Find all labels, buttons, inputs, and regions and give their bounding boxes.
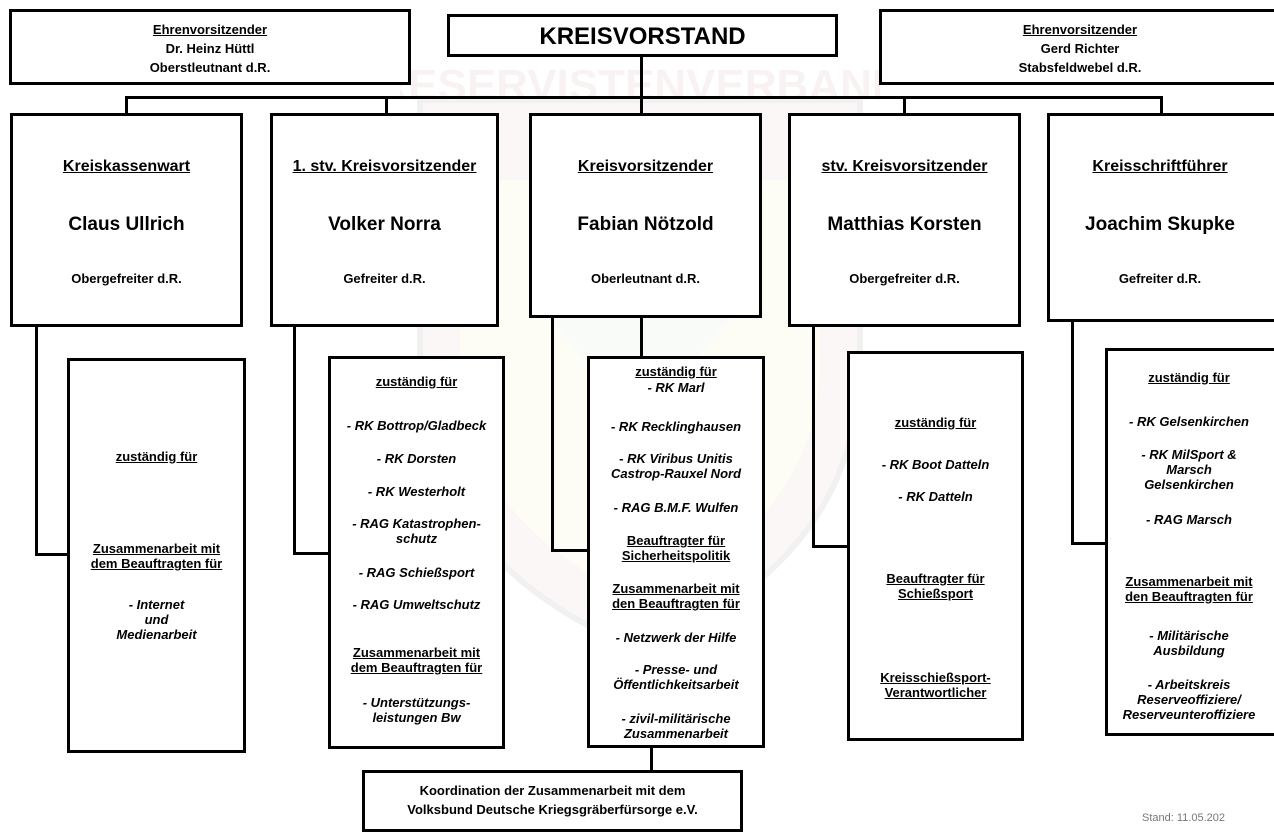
coordination-text: Koordination der Zusammenarbeit mit dem … <box>407 783 698 817</box>
responsibility-item: - RK Dorsten <box>376 451 457 466</box>
connector <box>551 316 554 552</box>
member-rank: Gefreiter d.R. <box>343 271 426 286</box>
cooperation-item: - Arbeitskreis Reserveoffiziere/ Reserve… <box>1122 677 1256 722</box>
member-role: Kreisschriftführer <box>1092 158 1228 175</box>
connector <box>905 96 1163 99</box>
connector <box>903 96 906 114</box>
member-box-treasurer: Kreiskassenwart Claus Ullrich Obergefrei… <box>10 113 243 327</box>
member-name: Matthias Korsten <box>827 214 982 235</box>
cooperation-item: - Internet und Medienarbeit <box>116 597 197 642</box>
responsibility-heading: zuständig für <box>375 374 458 389</box>
member-box-chairman: Kreisvorsitzender Fabian Nötzold Oberleu… <box>529 113 762 318</box>
responsibility-item: - RAG Marsch <box>1146 512 1232 527</box>
footer-date: Stand: 11.05.202 <box>1142 812 1225 824</box>
cooperation-heading: Zusammenarbeit mit dem Beauftragten für <box>90 541 223 571</box>
member-role: 1. stv. Kreisvorsitzender <box>292 158 477 175</box>
connector <box>1071 542 1107 545</box>
connector <box>812 545 849 548</box>
honorary-name: Gerd Richter <box>1040 41 1120 56</box>
connector <box>650 745 653 773</box>
cooperation-heading: Zusammenarbeit mit den Beauftragten für <box>1125 574 1253 604</box>
honorary-rank: Oberstleutnant d.R. <box>149 60 271 75</box>
connector <box>1071 320 1074 545</box>
honorary-name: Dr. Heinz Hüttl <box>165 41 255 56</box>
member-box-deputy: stv. Kreisvorsitzender Matthias Korsten … <box>788 113 1021 327</box>
responsibility-item: - RK Datteln <box>898 489 973 504</box>
member-name: Claus Ullrich <box>68 214 185 235</box>
connector <box>551 549 589 552</box>
member-name: Joachim Skupke <box>1085 214 1235 235</box>
member-role: Kreisvorsitzender <box>577 158 714 175</box>
member-box-secretary: Kreisschriftführer Joachim Skupke Gefrei… <box>1047 113 1274 322</box>
honorary-chair-left: Ehrenvorsitzender Dr. Heinz Hüttl Oberst… <box>9 9 411 85</box>
cooperation-item: - Netzwerk der Hilfe <box>615 630 737 645</box>
member-role: stv. Kreisvorsitzender <box>821 158 988 175</box>
page-title: KREISVORSTAND <box>539 23 746 50</box>
connector <box>640 56 643 98</box>
honorary-chair-right: Ehrenvorsitzender Gerd Richter Stabsfeld… <box>879 9 1274 85</box>
responsibility-item: - RK Bottrop/Gladbeck <box>346 418 487 433</box>
extra-role-heading: Kreisschießsport- Verantwortlicher <box>880 670 991 700</box>
responsibility-item: - RK Marl <box>647 380 705 395</box>
connector <box>293 552 330 555</box>
responsibility-heading: zuständig für <box>1148 370 1230 385</box>
responsibility-item: - RK Boot Datteln <box>881 457 990 472</box>
responsibility-item: - RK Gelsenkirchen <box>1129 414 1249 429</box>
connector <box>812 325 815 547</box>
connector <box>1160 96 1163 114</box>
honorary-heading: Ehrenvorsitzender <box>152 22 268 37</box>
member-rank: Oberleutnant d.R. <box>590 271 701 286</box>
responsibility-item: - RAG Umweltschutz <box>352 597 481 612</box>
responsibility-item: - RK Recklinghausen <box>610 419 742 434</box>
member-name: Fabian Nötzold <box>577 214 714 235</box>
coordination-box: Koordination der Zusammenarbeit mit dem … <box>362 770 743 832</box>
honorary-rank: Stabsfeldwebel d.R. <box>1018 60 1142 75</box>
connector <box>385 96 388 114</box>
cooperation-item: - Presse- und Öffentlichkeitsarbeit <box>613 662 739 692</box>
connector <box>640 316 643 358</box>
responsibility-box-deputy: zuständig für - RK Boot Datteln - RK Dat… <box>847 351 1024 741</box>
responsibility-item: - RAG Katastrophen- schutz <box>352 516 481 546</box>
cooperation-item: - Unterstützungs- leistungen Bw <box>362 695 471 725</box>
responsibility-box-first-deputy: zuständig für - RK Bottrop/Gladbeck - RK… <box>328 356 505 749</box>
title-box: KREISVORSTAND <box>447 14 838 57</box>
responsibility-item: - RK Viribus Unitis Castrop-Rauxel Nord <box>610 451 742 481</box>
responsibility-item: - RK Westerholt <box>367 484 466 499</box>
connector <box>35 325 38 555</box>
responsibility-box-treasurer: zuständig für Zusammenarbeit mit dem Bea… <box>67 358 246 753</box>
responsibility-heading: zuständig für <box>894 415 977 430</box>
cooperation-item: - Militärische Ausbildung <box>1149 628 1229 658</box>
connector <box>125 96 128 114</box>
connector <box>293 325 296 555</box>
responsibility-item: - RAG B.M.F. Wulfen <box>613 500 739 515</box>
responsibility-heading: zuständig für <box>115 449 198 464</box>
cooperation-heading: Zusammenarbeit mit dem Beauftragten für <box>350 645 483 675</box>
responsibility-item: - RAG Schießsport <box>358 565 475 580</box>
connector <box>125 96 906 99</box>
extra-role-heading: Beauftragter für Sicherheitspolitik <box>621 533 731 563</box>
connector <box>35 553 69 556</box>
member-rank: Obergefreiter d.R. <box>849 271 960 286</box>
cooperation-heading: Zusammenarbeit mit den Beauftragten für <box>612 581 740 611</box>
responsibility-heading: zuständig für <box>635 364 717 379</box>
honorary-heading: Ehrenvorsitzender <box>1022 22 1138 37</box>
member-role: Kreiskassenwart <box>62 158 191 175</box>
member-rank: Obergefreiter d.R. <box>71 271 182 286</box>
member-rank: Gefreiter d.R. <box>1118 271 1202 286</box>
responsibility-item: - RK MilSport & Marsch Gelsenkirchen <box>1141 447 1237 492</box>
responsibility-box-secretary: zuständig für - RK Gelsenkirchen - RK Mi… <box>1105 348 1274 736</box>
connector <box>640 96 643 114</box>
member-box-first-deputy: 1. stv. Kreisvorsitzender Volker Norra G… <box>270 113 499 327</box>
member-name: Volker Norra <box>328 214 441 235</box>
cooperation-item: - zivil-militärische Zusammenarbeit <box>621 711 731 741</box>
responsibility-box-chairman: zuständig für - RK Marl - RK Recklinghau… <box>587 356 765 748</box>
extra-role-heading: Beauftragter für Schießsport <box>886 571 985 601</box>
